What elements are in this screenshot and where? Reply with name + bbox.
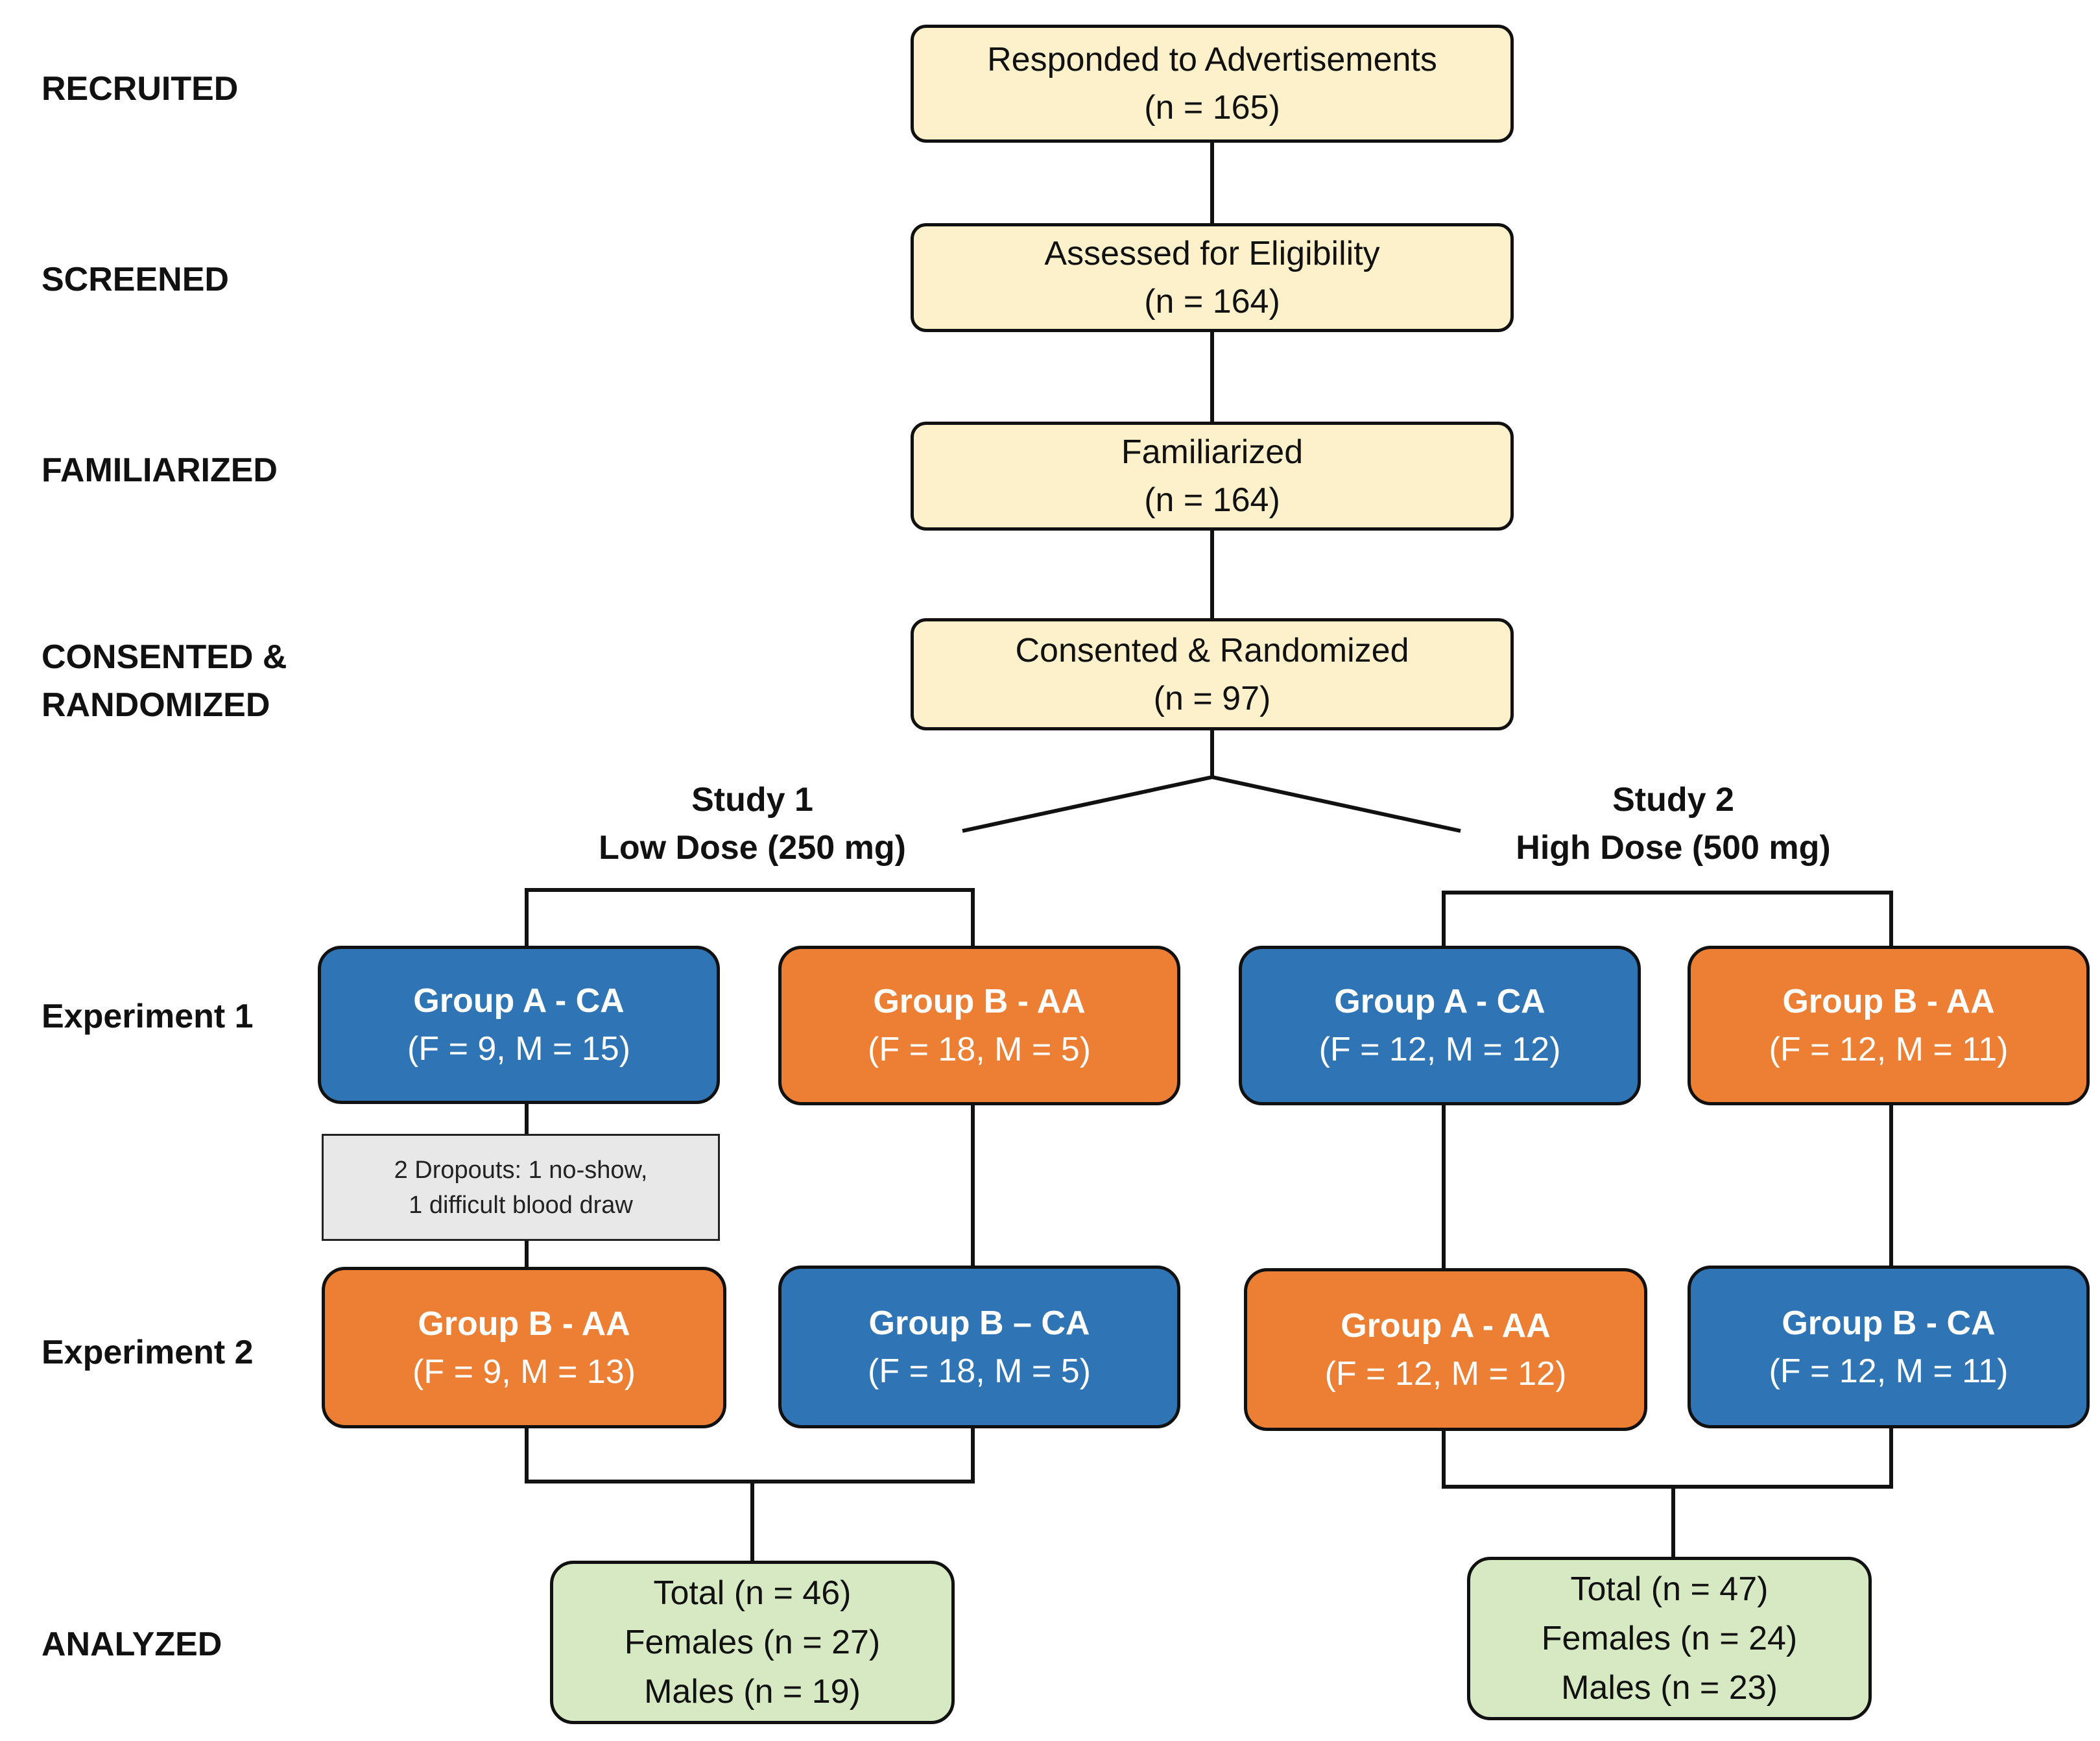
bracket-bottom-study2 — [1442, 1428, 1893, 1489]
stage-screened: SCREENED — [42, 261, 229, 298]
study2-analyzed-box: Total (n = 47) Females (n = 24) Males (n… — [1467, 1557, 1872, 1720]
flow-box-familiarized: Familiarized(n = 164) — [911, 422, 1514, 531]
bracket-study2 — [1442, 891, 1893, 946]
study2-exp2-group-b-ca: Group B - CA(F = 12, M = 11) — [1688, 1266, 2090, 1428]
flow-box-responded: Responded to Advertisements(n = 165) — [911, 25, 1514, 143]
study2-exp1-group-b-aa: Group B - AA(F = 12, M = 11) — [1688, 946, 2090, 1105]
flow-box-randomized: Consented & Randomized(n = 97) — [911, 618, 1514, 730]
study2-exp1-group-a-ca: Group A - CA(F = 12, M = 12) — [1239, 946, 1641, 1105]
stage-consented-randomized: CONSENTED & RANDOMIZED — [42, 638, 287, 724]
stage-experiment-1: Experiment 1 — [42, 998, 254, 1035]
stage-familiarized: FAMILIARIZED — [42, 451, 278, 489]
study1-exp2-group-b-ca: Group B – CA(F = 18, M = 5) — [778, 1266, 1180, 1428]
connector-split-study1 — [962, 775, 1213, 833]
study1-analyzed-box: Total (n = 46) Females (n = 27) Males (n… — [550, 1561, 955, 1724]
flow-box-assessed: Assessed for Eligibility(n = 164) — [911, 223, 1514, 332]
study1-exp1-group-b-aa: Group B - AA(F = 18, M = 5) — [778, 946, 1180, 1105]
bracket-bottom-study1 — [525, 1428, 975, 1483]
stage-experiment-2: Experiment 2 — [42, 1334, 254, 1371]
study1-dropouts-note: 2 Dropouts: 1 no-show,1 difficult blood … — [322, 1134, 720, 1241]
study1-exp2-group-b-aa: Group B - AA(F = 9, M = 13) — [322, 1267, 726, 1428]
connector-split-study2 — [1211, 775, 1461, 833]
study2-exp2-group-a-aa: Group A - AA(F = 12, M = 12) — [1244, 1268, 1647, 1431]
bracket-study1 — [525, 888, 975, 946]
stage-analyzed: ANALYZED — [42, 1626, 222, 1663]
study1-exp1-group-a-ca: Group A - CA(F = 9, M = 15) — [318, 946, 720, 1104]
stage-recruited: RECRUITED — [42, 70, 239, 108]
